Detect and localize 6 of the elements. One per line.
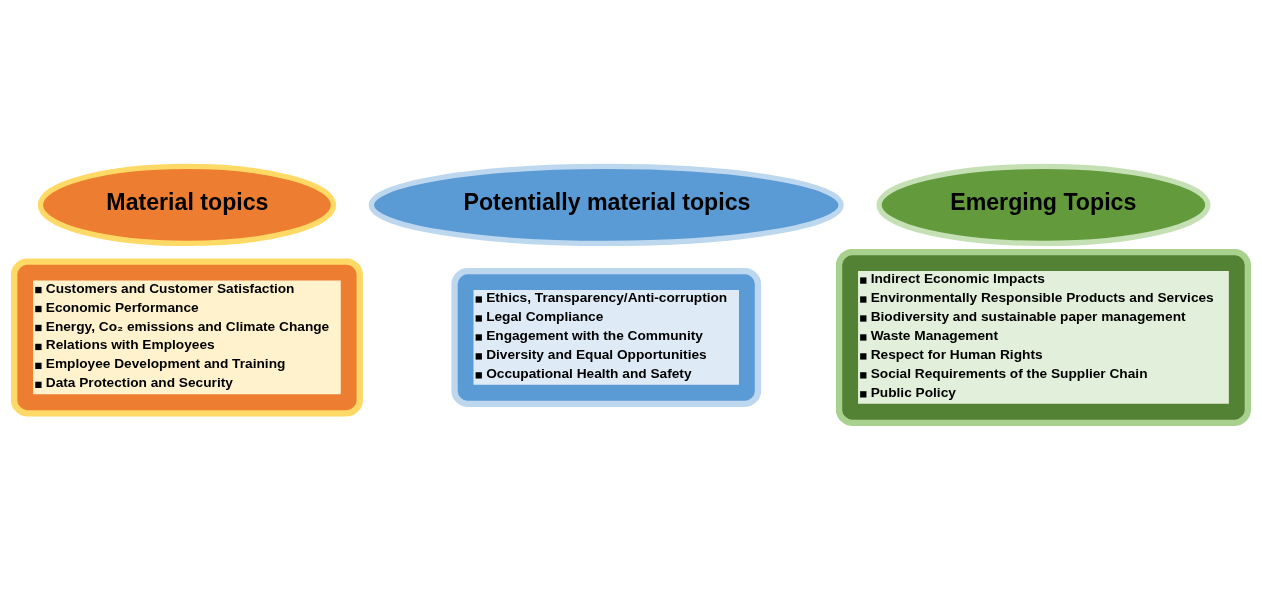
node-box: Ethics, Transparency/Anti-corruption Legal Compliance Engagement with the Community Diversity and Equal Opportunities Occupational Health and Safety (451, 267, 762, 407)
node-ellipse: Emerging Topics (876, 163, 1211, 247)
node-box: Customers and Customer Satisfaction Economic Performance Energy, Co₂ emissions and Climate Change Relations with Employees Employee Development and Training Data Protection and Security (11, 258, 363, 417)
node-ellipse: Material topics (37, 163, 337, 247)
node-box: Indirect Economic Impacts Environmentally Responsible Products and Services Biodiversity and sustainable paper management Waste Management Respect for Human Rights Social Requirements of the Supplier Chain Public Policy (835, 248, 1251, 426)
node-ellipse: Potentially material topics (368, 163, 844, 247)
